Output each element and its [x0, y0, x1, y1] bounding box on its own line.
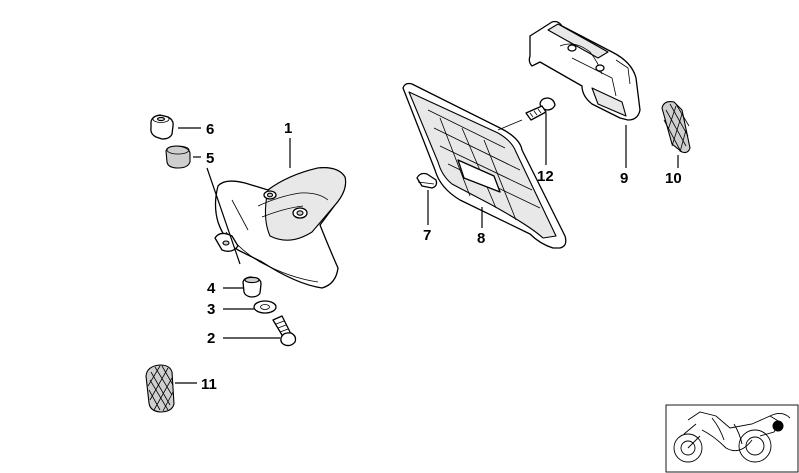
- part-11-reflector[interactable]: [145, 364, 175, 413]
- overview-location-marker: [772, 420, 784, 432]
- callout-2: 2: [207, 330, 215, 347]
- callout-1: 1: [284, 120, 292, 137]
- part-9-bracket[interactable]: [528, 20, 641, 121]
- part-7-clip[interactable]: [416, 172, 438, 189]
- callout-6: 6: [206, 121, 214, 138]
- part-10-reflector[interactable]: [661, 101, 691, 154]
- part-6-sleeve[interactable]: [150, 114, 174, 140]
- part-1-mudguard[interactable]: [214, 167, 347, 289]
- part-5-grommet[interactable]: [165, 145, 191, 169]
- part-4-spacer[interactable]: [242, 276, 262, 298]
- callout-7: 7: [423, 227, 431, 244]
- part-2-screw[interactable]: [272, 315, 297, 347]
- callout-11: 11: [201, 376, 217, 393]
- part-8-plate-holder[interactable]: [402, 82, 567, 249]
- leader-lines: [175, 113, 679, 384]
- part-3-washer[interactable]: [253, 300, 277, 314]
- callout-5: 5: [206, 150, 214, 167]
- motorcycle-overview-icon[interactable]: [665, 404, 799, 473]
- callout-labels: 6 5 1 4 3 2 11 7 8 12 9 10: [201, 120, 682, 393]
- callout-4: 4: [207, 280, 216, 297]
- callout-12: 12: [537, 168, 554, 185]
- part-12-bolt[interactable]: [525, 97, 556, 121]
- callout-3: 3: [207, 301, 215, 318]
- callout-9: 9: [620, 170, 628, 187]
- callout-8: 8: [477, 230, 485, 247]
- callout-10: 10: [665, 170, 682, 187]
